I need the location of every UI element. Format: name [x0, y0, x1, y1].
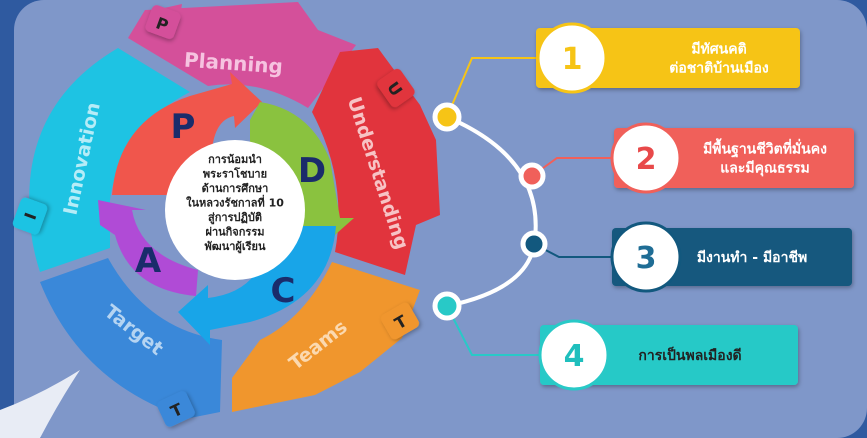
item-dot: [518, 162, 546, 190]
item-number-circle: [536, 22, 608, 94]
item-number-circle: [610, 221, 682, 293]
center-text-line: สู่การปฏิบัติ: [208, 211, 262, 225]
item-list: 1 มีทัศนคติต่อชาติบ้านเมือง 2 มีพื้นฐานชีวิ…: [432, 22, 854, 391]
tab-t-teams: T: [380, 302, 420, 340]
item-connector-line: [446, 57, 536, 118]
item-text-line: และมีคุณธรรม: [720, 161, 810, 177]
pdca-letter-c: C: [271, 271, 296, 311]
tab-p: P: [145, 4, 182, 42]
item-1: 1 มีทัศนคติต่อชาติบ้านเมือง: [432, 22, 800, 132]
center-circle: [165, 140, 305, 280]
item-number-circle: [610, 122, 682, 194]
innovation-segment: [29, 48, 190, 272]
pdca-a-segment: [98, 200, 198, 296]
pdca-wheel: [98, 72, 354, 345]
item-dot: [520, 230, 548, 258]
center-text-line: ในหลวงรัชกาลที่ 10: [186, 195, 284, 210]
pdca-letter-p: P: [171, 107, 196, 147]
item-dot: [432, 102, 462, 132]
item-text-line: มีทัศนคติ: [691, 42, 746, 58]
center-text-line: พระราโชบาย: [203, 167, 267, 181]
page-curl: [0, 370, 80, 438]
item-connector-line: [446, 305, 540, 356]
planning-segment: [128, 2, 356, 108]
pdca-c-segment: [178, 226, 336, 345]
outer-ring: [29, 2, 440, 420]
item-number: 4: [564, 339, 585, 374]
tab-u: U: [377, 68, 415, 108]
center-text-line: การน้อมนำ: [208, 153, 262, 166]
item-text-line: มีงานทำ - มีอาชีพ: [697, 250, 807, 266]
center-text-line: ผ่านกิจกรรม: [206, 226, 265, 239]
pdca-letter-d: D: [298, 151, 326, 191]
item-text-line: ต่อชาติบ้านเมือง: [669, 61, 769, 77]
item-number: 1: [562, 42, 583, 77]
item-number: 3: [636, 241, 657, 276]
tab-i: I: [12, 197, 48, 235]
tab-t-target: T: [157, 391, 195, 427]
teams-segment: [232, 262, 420, 412]
item-text-line: มีพื้นฐานชีวิตที่มั่นคง: [703, 138, 827, 159]
center-text: การน้อมนำพระราโชบายด้านการศึกษาในหลวงรัช…: [186, 153, 284, 254]
item-text-line: การเป็นพลเมืองดี: [638, 346, 741, 364]
center-text-line: พัฒนาผู้เรียน: [205, 240, 266, 254]
item-number: 2: [636, 142, 657, 177]
pdca-letter-a: A: [135, 241, 162, 281]
item-number-circle: [538, 319, 610, 391]
item-dot: [432, 291, 462, 321]
pdca-d-segment: [250, 102, 354, 250]
item-4: 4 การเป็นพลเมืองดี: [432, 291, 798, 391]
center-text-line: ด้านการศึกษา: [202, 182, 269, 195]
pdca-p-segment: [112, 72, 262, 195]
item-3: 3 มีงานทำ - มีอาชีพ: [520, 221, 852, 293]
target-segment: [40, 258, 222, 420]
